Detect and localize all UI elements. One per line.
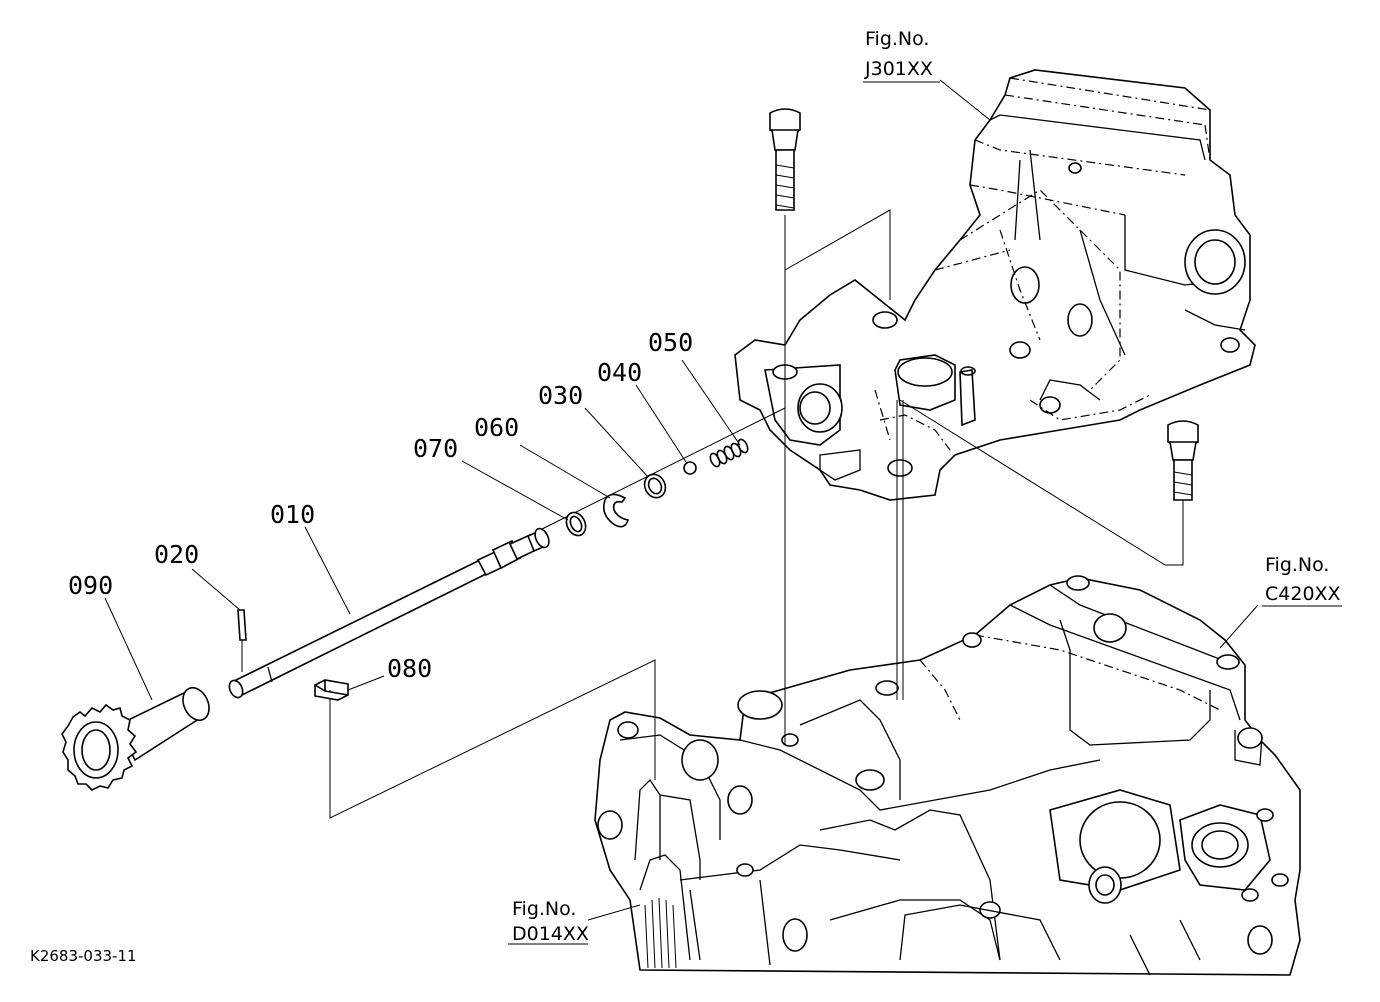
bolt-right (1167, 420, 1199, 501)
fig-ref-c420-caption: Fig.No. (1265, 554, 1329, 576)
upper-housing (734, 69, 1256, 501)
drawing-code: K2683-033-11 (30, 947, 137, 965)
o-ring-070 (565, 511, 587, 537)
label-010: 010 (270, 500, 315, 529)
figure-references: Fig.No. J301XX Fig.No. C420XX Fig.No. D0… (512, 28, 1341, 945)
pin-020 (237, 609, 247, 672)
leader-lines (104, 79, 1342, 945)
label-020: 020 (154, 540, 199, 569)
fig-ref-d014-number: D014XX (512, 923, 589, 945)
fig-ref-j301-caption: Fig.No. (865, 28, 929, 50)
label-030: 030 (538, 381, 583, 410)
label-050: 050 (648, 328, 693, 357)
fig-ref-d014-caption: Fig.No. (512, 898, 576, 920)
shaft-010 (228, 527, 550, 699)
ball-040 (683, 461, 697, 475)
key-080 (314, 679, 349, 701)
spring-050 (709, 438, 749, 468)
label-070: 070 (413, 434, 458, 463)
label-080: 080 (387, 654, 432, 683)
label-090: 090 (68, 571, 113, 600)
knob-090 (61, 686, 210, 791)
fig-ref-c420-number: C420XX (1265, 583, 1341, 605)
assembly-centerlines (329, 209, 1184, 819)
part-number-labels: 050 040 030 060 070 010 020 090 080 (68, 328, 693, 683)
label-060: 060 (474, 413, 519, 442)
o-ring-030 (643, 473, 667, 499)
fig-ref-j301-number: J301XX (864, 58, 933, 80)
lower-case (594, 575, 1301, 976)
bolt-upper (769, 108, 801, 211)
label-040: 040 (597, 358, 642, 387)
snap-ring-060 (602, 493, 630, 528)
